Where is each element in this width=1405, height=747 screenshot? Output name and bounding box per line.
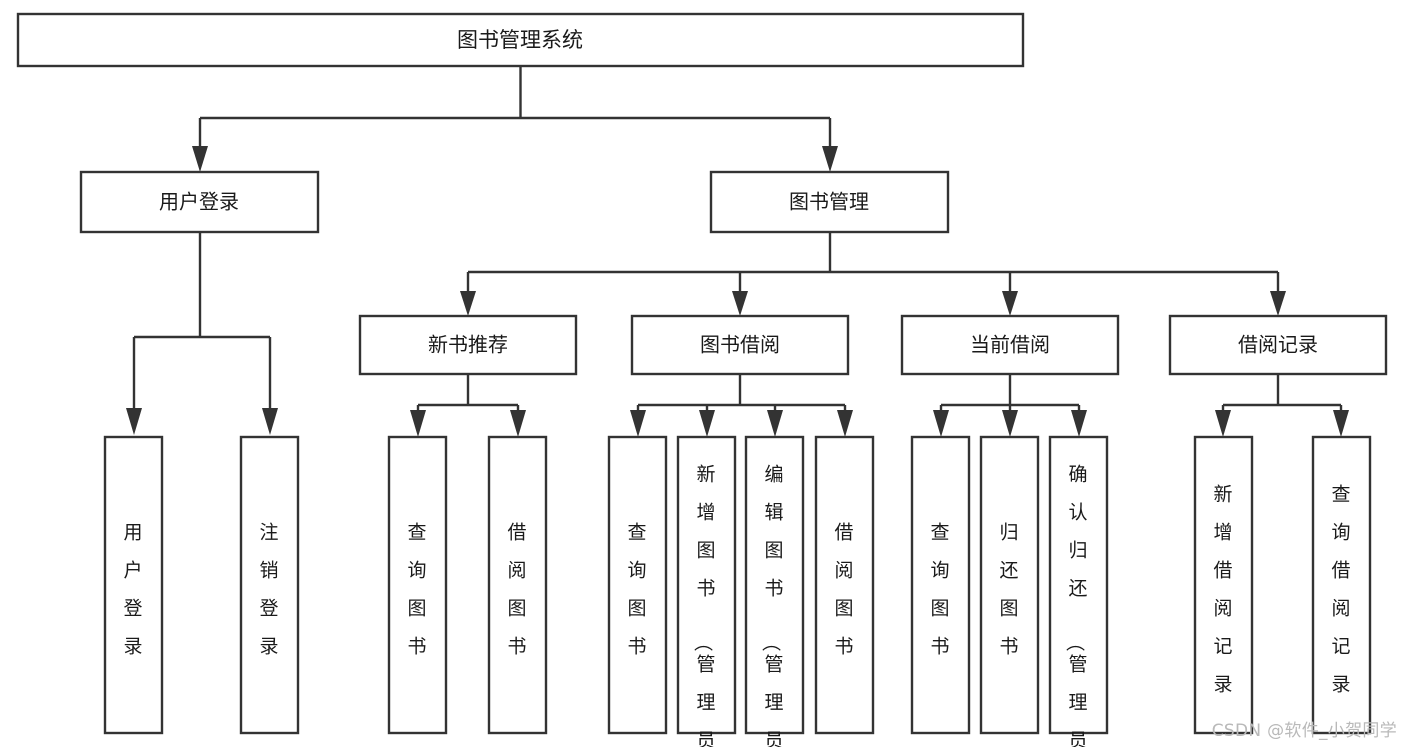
leaf-edit-book-label: 编辑图书（管理员） (759, 464, 783, 747)
arrow-head-leaf-query-book-2 (630, 410, 646, 437)
arrow-head-leaf-add-book (699, 410, 715, 437)
csdn-watermark: CSDN @软件_小贺同学 (1211, 721, 1397, 741)
leaf-query-book-current-label: 查询图书 (930, 522, 949, 658)
leaf-borrow-book-box[interactable] (814, 435, 875, 735)
node-book-management-box[interactable] (709, 170, 950, 234)
arrow-head-leaf-query-book-3 (933, 410, 949, 437)
leaf-return-book[interactable]: 归还图书 (979, 435, 1040, 735)
node-book-borrow-label: 图书借阅 (700, 333, 780, 357)
leaf-return-book-label: 归还图书 (999, 522, 1018, 658)
leaf-query-borrow-record[interactable]: 查询借阅记录 (1311, 435, 1372, 735)
node-current-borrow[interactable]: 当前借阅 (900, 314, 1120, 376)
arrow-head-user-login (192, 146, 208, 172)
leaf-add-borrow-record-box[interactable] (1193, 435, 1254, 735)
leaf-borrow-book[interactable]: 借阅图书 (814, 435, 875, 735)
arrow-head-leaf-return-book (1002, 410, 1018, 437)
leaf-add-book-box[interactable] (676, 435, 737, 735)
node-root-box[interactable] (16, 12, 1025, 68)
leaf-query-borrow-record-label: 查询借阅记录 (1331, 484, 1350, 696)
arrow-head-leaf-borrow-book-1 (510, 410, 526, 437)
node-new-book-recommend[interactable]: 新书推荐 (358, 314, 578, 376)
leaf-logout-box[interactable] (239, 435, 300, 735)
node-root[interactable]: 图书管理系统 (16, 12, 1025, 68)
node-book-management[interactable]: 图书管理 (709, 170, 950, 234)
arrow-head-leaf-query-record (1333, 410, 1349, 437)
node-book-borrow[interactable]: 图书借阅 (630, 314, 850, 376)
leaf-query-book-recommend-label: 查询图书 (407, 522, 426, 658)
node-user-login[interactable]: 用户登录 (79, 170, 320, 234)
leaf-edit-book-box[interactable] (744, 435, 805, 735)
node-borrow-record[interactable]: 借阅记录 (1168, 314, 1388, 376)
leaf-user-login-label: 用户登录 (123, 522, 142, 658)
leaf-query-book-borrow-label: 查询图书 (627, 522, 646, 658)
leaf-confirm-return-box[interactable] (1048, 435, 1109, 735)
leaf-user-login[interactable]: 用户登录 (103, 435, 164, 735)
leaf-query-borrow-record-box[interactable] (1311, 435, 1372, 735)
connector-layer (126, 66, 1349, 437)
arrow-head-new-book (460, 291, 476, 316)
leaf-add-book-label: 新增图书（管理员） (691, 464, 715, 747)
node-root-label: 图书管理系统 (457, 28, 583, 52)
node-current-borrow-box[interactable] (900, 314, 1120, 376)
arrow-head-leaf-borrow-book-2 (837, 410, 853, 437)
leaf-logout-label: 注销登录 (259, 522, 278, 658)
arrow-head-leaf-user-login (126, 408, 142, 435)
leaf-confirm-return-label: 确认归还（管理员） (1063, 464, 1087, 747)
arrow-head-leaf-logout (262, 408, 278, 435)
node-new-book-recommend-box[interactable] (358, 314, 578, 376)
node-new-book-recommend-label: 新书推荐 (428, 333, 508, 357)
leaf-query-book-recommend[interactable]: 查询图书 (387, 435, 448, 735)
leaf-query-book-current-box[interactable] (910, 435, 971, 735)
leaf-add-borrow-record[interactable]: 新增借阅记录 (1193, 435, 1254, 735)
node-book-management-label: 图书管理 (789, 190, 869, 214)
node-borrow-record-label: 借阅记录 (1238, 333, 1318, 357)
node-borrow-record-box[interactable] (1168, 314, 1388, 376)
leaf-edit-book[interactable]: 编辑图书（管理员） (744, 435, 805, 747)
leaf-borrow-book-recommend-box[interactable] (487, 435, 548, 735)
node-user-login-label: 用户登录 (159, 190, 239, 214)
leaf-logout[interactable]: 注销登录 (239, 435, 300, 735)
leaf-return-book-box[interactable] (979, 435, 1040, 735)
leaf-borrow-book-recommend[interactable]: 借阅图书 (487, 435, 548, 735)
leaf-query-book-borrow[interactable]: 查询图书 (607, 435, 668, 735)
node-user-login-box[interactable] (79, 170, 320, 234)
arrow-head-current-borrow (1002, 291, 1018, 316)
leaf-user-login-box[interactable] (103, 435, 164, 735)
arrow-head-book-mgmt (822, 146, 838, 172)
leaf-add-borrow-record-label: 新增借阅记录 (1213, 484, 1232, 696)
leaf-borrow-book-label: 借阅图书 (834, 522, 853, 658)
arrow-head-leaf-confirm-return (1071, 410, 1087, 437)
leaf-query-book-recommend-box[interactable] (387, 435, 448, 735)
leaf-query-book-borrow-box[interactable] (607, 435, 668, 735)
arrow-head-book-borrow (732, 291, 748, 316)
leaf-query-book-current[interactable]: 查询图书 (910, 435, 971, 735)
arrow-head-borrow-record (1270, 291, 1286, 316)
node-book-borrow-box[interactable] (630, 314, 850, 376)
leaf-add-book[interactable]: 新增图书（管理员） (676, 435, 737, 747)
leaf-confirm-return[interactable]: 确认归还（管理员） (1048, 435, 1109, 747)
arrow-head-leaf-query-book-1 (410, 410, 426, 437)
leaf-borrow-book-recommend-label: 借阅图书 (507, 522, 526, 658)
arrow-head-leaf-edit-book (767, 410, 783, 437)
node-current-borrow-label: 当前借阅 (970, 333, 1050, 357)
arrow-head-leaf-add-record (1215, 410, 1231, 437)
